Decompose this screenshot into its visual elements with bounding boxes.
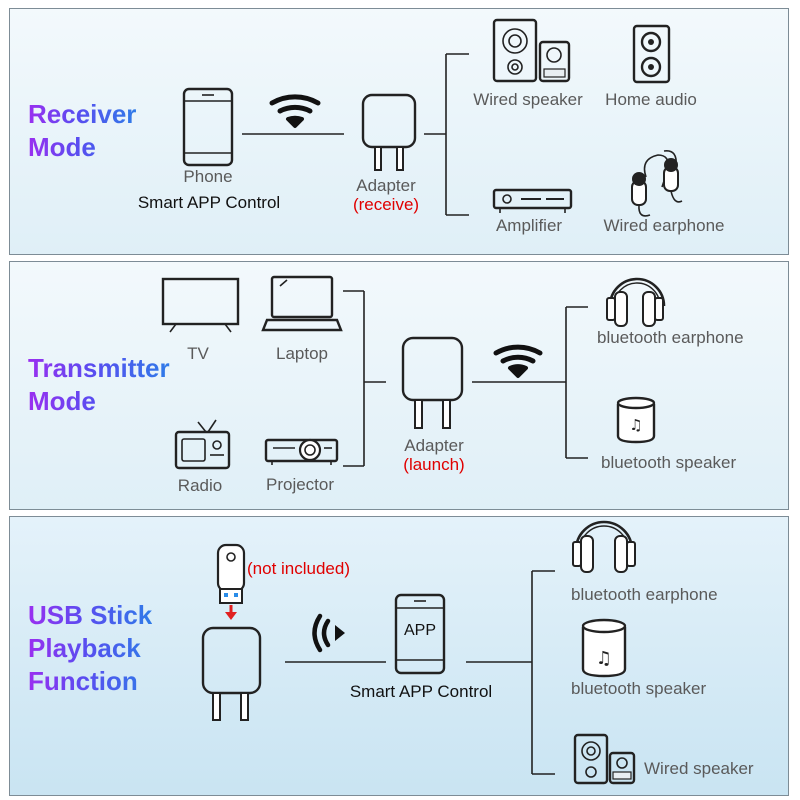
wired-earphone-label: Wired earphone <box>603 216 725 235</box>
bluetooth-speaker-icon: ♫ <box>616 396 656 444</box>
receiver-mode-panel: Receiver Mode <box>9 8 789 255</box>
bluetooth-speaker-icon: ♫ <box>581 618 627 678</box>
headphones-icon <box>572 520 636 573</box>
usb-stick-icon <box>216 543 246 604</box>
wired-speaker-label: Wired speaker <box>473 90 583 109</box>
adapter-icon <box>201 626 262 721</box>
svg-text:♫: ♫ <box>596 648 612 669</box>
svg-text:♫: ♫ <box>629 416 642 434</box>
adapter-role-label: (launch) <box>403 455 465 474</box>
tv-icon <box>161 277 240 333</box>
smart-app-control-label: Smart APP Control <box>137 193 281 212</box>
headphones-icon <box>606 277 666 327</box>
wired-speaker-label: Wired speaker <box>644 759 754 778</box>
output-bracket <box>565 306 588 459</box>
output-bracket <box>531 570 555 775</box>
source-bracket <box>343 290 386 467</box>
adapter-icon <box>361 93 417 171</box>
bluetooth-earphone-label: bluetooth earphone <box>571 585 718 604</box>
not-included-label: (not included) <box>247 559 351 578</box>
wired-speaker-icon <box>492 18 571 83</box>
adapter-role-label: (receive) <box>352 195 420 214</box>
amplifier-label: Amplifier <box>495 216 563 235</box>
phone-icon <box>182 87 234 167</box>
bluetooth-speaker-label: bluetooth speaker <box>571 679 707 698</box>
home-audio-label: Home audio <box>605 90 697 109</box>
output-bracket <box>424 53 469 216</box>
app-phone-icon <box>394 593 446 675</box>
projector-label: Projector <box>265 475 335 494</box>
tv-label: TV <box>187 344 209 363</box>
adapter-label: Adapter <box>404 436 464 455</box>
wifi-icon <box>269 94 321 128</box>
wifi-icon <box>493 344 543 378</box>
adapter-label: Adapter <box>356 176 416 195</box>
laptop-label: Laptop <box>276 344 328 363</box>
insert-arrow-icon <box>225 605 237 620</box>
laptop-icon <box>261 275 343 332</box>
amplifier-icon <box>492 188 573 213</box>
transmitter-mode-panel: Transmitter Mode <box>9 261 789 510</box>
transmitter-diagram: ♫ <box>161 275 666 470</box>
projector-icon <box>264 438 339 465</box>
wired-earphone-icon <box>631 150 683 217</box>
signal-icon <box>312 613 345 653</box>
home-audio-icon <box>632 24 671 84</box>
wired-speaker-icon <box>573 733 636 785</box>
receiver-diagram <box>182 18 683 217</box>
smart-app-control-label: Smart APP Control <box>349 682 493 701</box>
bluetooth-earphone-label: bluetooth earphone <box>597 328 744 347</box>
usb-diagram: ♫ <box>201 520 636 785</box>
phone-label: Phone <box>183 167 233 186</box>
radio-icon <box>174 419 231 470</box>
usb-playback-panel: USB Stick Playback Function <box>9 516 789 796</box>
adapter-icon <box>401 336 464 429</box>
app-icon-text: APP <box>403 622 437 639</box>
bluetooth-speaker-label: bluetooth speaker <box>601 453 737 472</box>
radio-label: Radio <box>177 476 223 495</box>
